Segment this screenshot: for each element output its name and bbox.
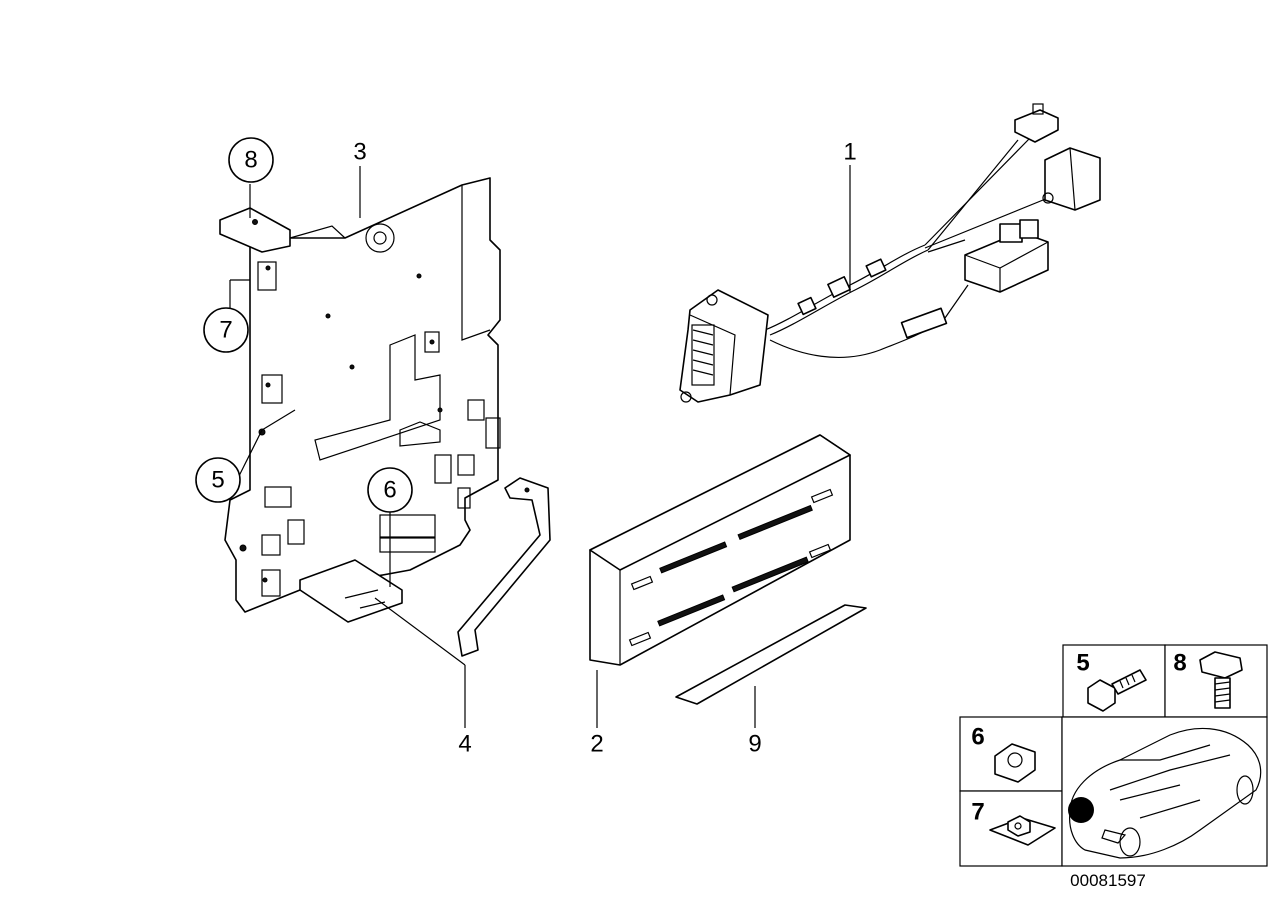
legend-6-label: 6 xyxy=(971,724,984,751)
callout-4: 4 xyxy=(458,731,471,758)
control-unit xyxy=(589,434,851,666)
location-marker-icon xyxy=(1068,797,1094,823)
bracket-top-tab xyxy=(219,207,291,253)
bolt-icon xyxy=(1087,669,1147,712)
callout-4-label: 4 xyxy=(458,731,471,758)
clip-nut-icon xyxy=(989,815,1056,846)
callout-8: 8 xyxy=(228,137,274,183)
legend-cell-6: 6 xyxy=(971,724,1036,783)
support-bracket xyxy=(299,477,551,657)
nut-icon xyxy=(994,743,1036,783)
legend-cell-5: 5 xyxy=(1076,650,1147,712)
callout-5-label: 5 xyxy=(211,467,224,494)
adhesive-strip xyxy=(675,604,867,705)
callout-7-label: 7 xyxy=(219,317,232,344)
callout-7: 7 xyxy=(203,307,249,353)
mounting-bracket xyxy=(224,177,501,613)
callout-1: 1 xyxy=(843,139,856,166)
callout-9: 9 xyxy=(748,731,761,758)
callout-3: 3 xyxy=(353,139,366,166)
callout-1-label: 1 xyxy=(843,139,856,166)
callout-6-label: 6 xyxy=(383,477,396,504)
callout-5: 5 xyxy=(195,457,241,503)
legend-8-label: 8 xyxy=(1173,650,1186,677)
legend-cell-8: 8 xyxy=(1173,650,1243,709)
callout-2: 2 xyxy=(590,731,603,758)
callout-6: 6 xyxy=(367,467,413,513)
callout-8-label: 8 xyxy=(244,147,257,174)
legend-cell-7: 7 xyxy=(971,799,1056,846)
callout-3-label: 3 xyxy=(353,139,366,166)
screw-icon xyxy=(1199,651,1243,709)
wiring-harness xyxy=(679,103,1101,403)
legend-7-label: 7 xyxy=(971,799,984,826)
callout-9-label: 9 xyxy=(748,731,761,758)
diagram-code: 00081597 xyxy=(1070,871,1146,890)
leader-lines xyxy=(229,165,851,728)
car-location-illustration xyxy=(1068,727,1262,859)
callout-2-label: 2 xyxy=(590,731,603,758)
legend-5-label: 5 xyxy=(1076,650,1089,677)
